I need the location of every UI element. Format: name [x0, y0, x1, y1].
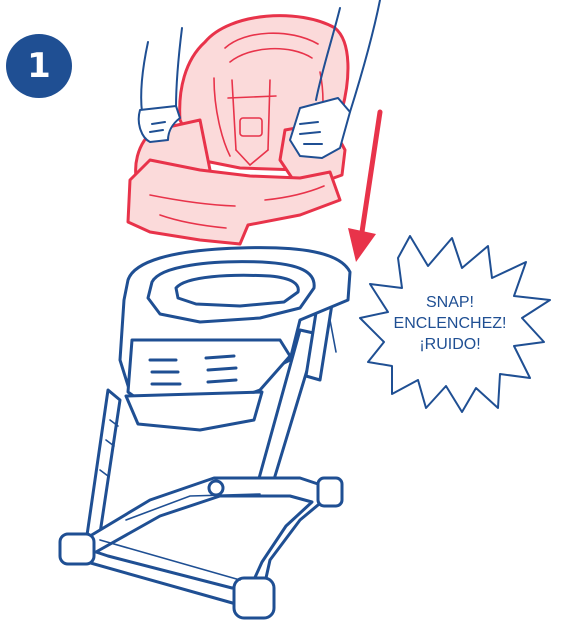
highchair-frame [60, 248, 350, 618]
snap-callout-text: SNAP! ENCLENCHEZ! ¡RUIDO! [380, 292, 520, 355]
callout-line-3: ¡RUIDO! [380, 334, 520, 355]
callout-line-2: ENCLENCHEZ! [380, 313, 520, 334]
down-arrow [348, 112, 380, 262]
callout-line-1: SNAP! [380, 292, 520, 313]
